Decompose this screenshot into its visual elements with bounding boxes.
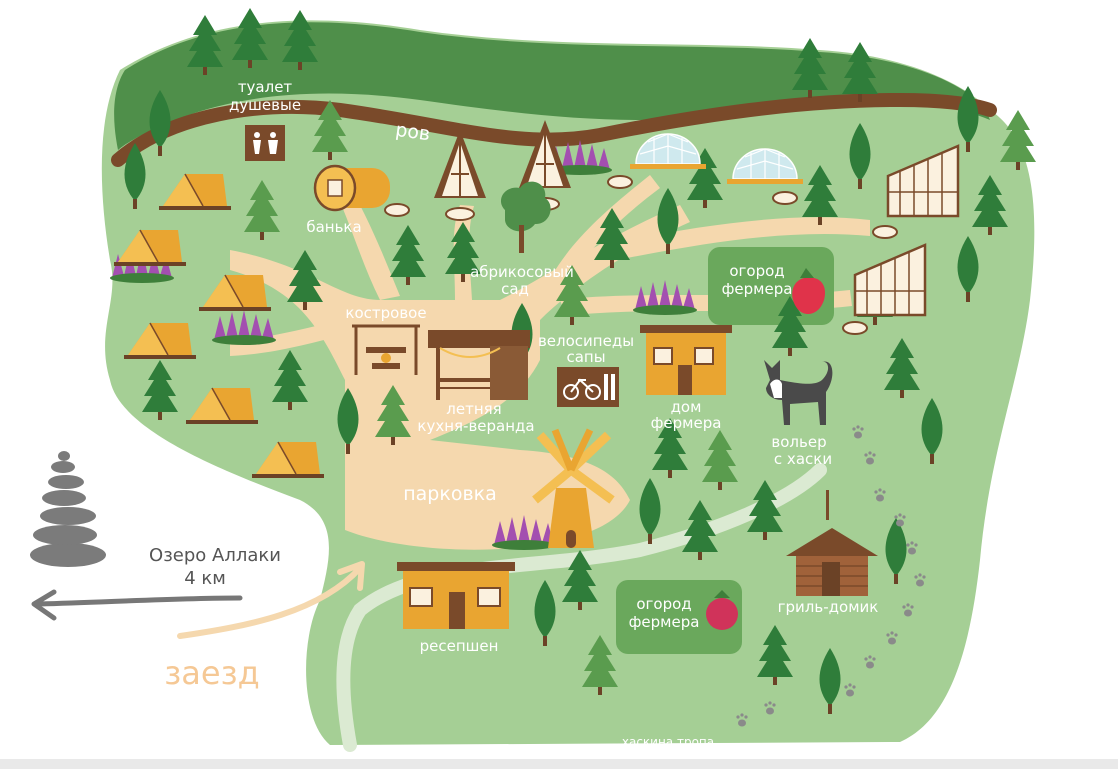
bottom-strip bbox=[0, 759, 1118, 769]
raspberry-icon bbox=[706, 590, 738, 630]
parking-label: парковка bbox=[403, 483, 497, 505]
bicycle-icon bbox=[557, 367, 619, 407]
farmer-garden-top-label-1: огород bbox=[729, 262, 784, 280]
toilet-sign-icon bbox=[245, 125, 285, 161]
bikes-label-1: велосипеды bbox=[538, 332, 634, 350]
apricot-tree-icon bbox=[500, 181, 551, 253]
apricot-garden-label-2: сад bbox=[501, 280, 529, 298]
forest-band bbox=[114, 22, 991, 150]
moat-label: ров bbox=[394, 119, 432, 146]
farmer-house-label-2: фермера bbox=[651, 414, 722, 432]
husky-label-1: вольер bbox=[771, 433, 826, 451]
reception-label: ресепшен bbox=[420, 637, 499, 655]
bikes-label-2: сапы bbox=[566, 348, 605, 366]
husky-trail-label: хаскина тропа bbox=[622, 735, 714, 749]
farmer-house-label-1: дом bbox=[671, 398, 702, 416]
grill-house-label: гриль-домик bbox=[778, 598, 879, 616]
grill-house-icon bbox=[786, 490, 878, 596]
farmer-garden-bottom-label-2: фермера bbox=[629, 613, 700, 631]
arrow-icon bbox=[31, 589, 243, 621]
strawberry-icon bbox=[792, 268, 826, 314]
apricot-garden-label-1: абрикосовый bbox=[470, 263, 574, 281]
farmer-garden-bottom bbox=[616, 580, 742, 654]
toilet-label: туалет bbox=[238, 78, 293, 96]
summer-kitchen-label-1: летняя bbox=[446, 400, 501, 418]
summer-kitchen-icon bbox=[428, 330, 530, 400]
windmill-icon bbox=[532, 428, 615, 548]
checkin-arrow-icon bbox=[177, 561, 365, 639]
stone-stack-icon bbox=[30, 451, 106, 567]
farmer-garden-top-label-2: фермера bbox=[722, 280, 793, 298]
farmer-garden-bottom-label-1: огород bbox=[636, 595, 691, 613]
sauna-label: банька bbox=[306, 218, 361, 236]
firepit-label: костровое bbox=[345, 304, 426, 322]
husky-label-2: с хаски bbox=[774, 450, 832, 468]
moat-line bbox=[111, 92, 997, 167]
lake-label-1: Озеро Аллаки bbox=[149, 545, 281, 566]
farmer-house-icon bbox=[640, 325, 732, 395]
checkin-label: заезд bbox=[164, 654, 259, 692]
sauna-barrel-icon bbox=[313, 164, 410, 217]
reception-icon bbox=[397, 562, 515, 629]
showers-label: душевые bbox=[229, 96, 301, 114]
lake-label-2: 4 км bbox=[184, 568, 226, 589]
firepit-gazebo-icon bbox=[352, 324, 420, 375]
summer-kitchen-label-2: кухня-веранда bbox=[417, 417, 534, 435]
husky-icon bbox=[764, 360, 833, 425]
